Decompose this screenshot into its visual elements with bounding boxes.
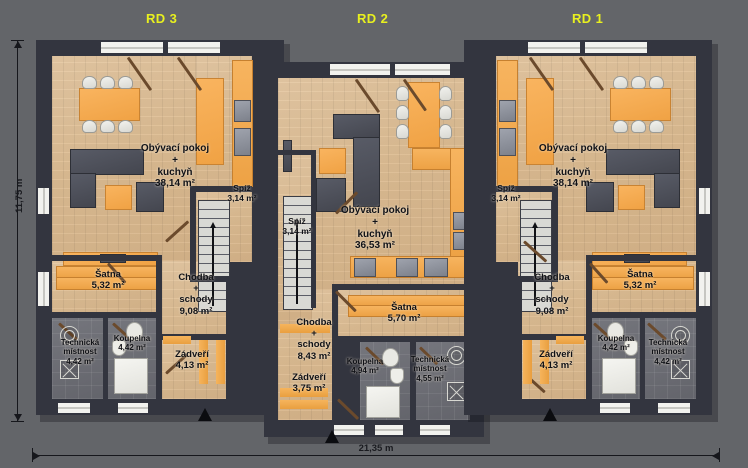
- television-rd2: [283, 140, 292, 172]
- window-rd3-north: [168, 42, 220, 53]
- dining-chair: [396, 105, 409, 120]
- sink-rd1: [499, 128, 516, 156]
- unit-title-rd3: RD 3: [146, 11, 178, 26]
- dining-chair: [631, 76, 646, 89]
- entry-door-rd1: [523, 340, 532, 384]
- dining-chair: [118, 120, 133, 133]
- toilet-rd2: [390, 368, 404, 384]
- wardrobe-shelf-rd2: [348, 305, 468, 317]
- window-rd2-south: [420, 425, 450, 435]
- kitchen-counter-rd3: [232, 60, 253, 187]
- window-rd3-south: [118, 403, 148, 413]
- dining-chair: [82, 120, 97, 133]
- staircase-rd1: [520, 200, 552, 312]
- entry-door-rd2: [280, 400, 328, 409]
- window-rd2-south: [375, 425, 403, 435]
- window-rd1-north: [585, 42, 647, 53]
- window-rd1-south: [600, 403, 630, 413]
- kitchen-counter-rd1: [497, 60, 518, 187]
- entry-door-rd3: [199, 340, 208, 384]
- entry-marker-rd2: [325, 430, 339, 443]
- dining-chair: [118, 76, 133, 89]
- boiler-icon-rd3: [60, 326, 79, 345]
- window-rd3-north: [101, 42, 163, 53]
- sofa-rd1: [606, 149, 680, 175]
- door-panel-rd1: [556, 336, 584, 344]
- door-panel-rd2: [280, 324, 330, 333]
- dining-chair: [439, 86, 452, 101]
- armchair-rd3: [136, 182, 164, 212]
- dining-table-rd1: [610, 88, 671, 121]
- sofa-chaise-rd1: [654, 173, 680, 208]
- window-rd3-south: [58, 403, 90, 413]
- wardrobe-shelf-rd3: [56, 277, 158, 290]
- window-rd1-east: [699, 272, 710, 306]
- sofa-chaise-rd2: [353, 137, 380, 207]
- window-rd3-west: [38, 188, 49, 214]
- dining-chair: [396, 124, 409, 139]
- kitchen-island-rd3: [196, 78, 224, 165]
- window-rd2-north: [330, 64, 390, 75]
- armchair-rd2: [316, 178, 346, 212]
- unit-title-rd1: RD 1: [572, 11, 604, 26]
- shower-rd1: [602, 358, 636, 394]
- window-rd2-north: [395, 64, 450, 75]
- dining-chair: [100, 120, 115, 133]
- entry-marker-rd3: [198, 408, 212, 421]
- dining-chair: [439, 124, 452, 139]
- window-rd1-south: [658, 403, 690, 413]
- vertical-dimension-label: 11,75 m: [14, 178, 25, 213]
- dishwasher-rd2: [354, 258, 376, 277]
- wardrobe-shelf-rd1: [592, 277, 694, 290]
- utility-icon-rd3: [60, 360, 79, 379]
- dining-chair: [613, 76, 628, 89]
- door-panel-rd3: [163, 336, 191, 344]
- hob-rd2: [424, 258, 448, 277]
- entry-marker-rd1: [543, 408, 557, 421]
- ottoman-rd3: [105, 185, 132, 210]
- dining-chair: [613, 120, 628, 133]
- dining-chair: [82, 76, 97, 89]
- kitchen-island-rd1: [526, 78, 554, 165]
- window-rd2-south: [334, 425, 364, 435]
- armchair-rd1: [586, 182, 614, 212]
- entry-door-rd3: [216, 340, 225, 384]
- toilet-rd1: [624, 340, 638, 356]
- shower-rd3: [114, 358, 148, 394]
- dining-chair: [649, 120, 664, 133]
- washbasin-rd1: [607, 322, 624, 341]
- washbasin-rd2: [382, 348, 399, 367]
- dining-table-rd3: [79, 88, 140, 121]
- shower-rd2: [366, 386, 400, 418]
- stove-rd2: [396, 258, 418, 277]
- ottoman-rd2: [319, 148, 346, 174]
- dining-chair: [649, 76, 664, 89]
- unit-title-rd2: RD 2: [357, 11, 389, 26]
- dining-chair: [439, 105, 452, 120]
- window-rd1-north: [528, 42, 580, 53]
- boiler-icon-rd1: [671, 326, 690, 345]
- utility-icon-rd1: [671, 360, 690, 379]
- stove-rd3: [234, 100, 251, 122]
- entry-door-rd2: [280, 388, 328, 397]
- sofa-rd3: [70, 149, 144, 175]
- sofa-rd2: [333, 114, 380, 139]
- window-rd1-east: [699, 188, 710, 214]
- washbasin-rd3: [126, 322, 143, 341]
- entry-door-rd1: [540, 340, 549, 384]
- sink-rd3: [234, 128, 251, 156]
- staircase-rd2: [283, 196, 313, 310]
- window-rd3-west: [38, 272, 49, 306]
- toilet-rd3: [112, 340, 126, 356]
- ottoman-rd1: [618, 185, 645, 210]
- dining-chair: [631, 120, 646, 133]
- horizontal-dimension-label: 21,35 m: [358, 443, 394, 454]
- dining-chair: [100, 76, 115, 89]
- dining-chair: [396, 86, 409, 101]
- sofa-chaise-rd3: [70, 173, 96, 208]
- stove-rd1: [499, 100, 516, 122]
